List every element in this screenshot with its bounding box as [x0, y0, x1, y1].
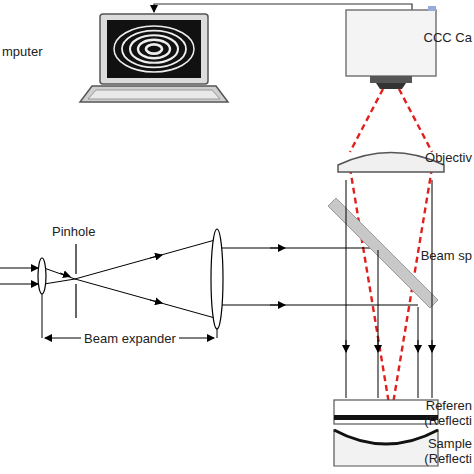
reference-beams [418, 340, 419, 352]
laser-beam [44, 279, 215, 318]
computer-symbol [114, 26, 194, 72]
computer-symbol [80, 86, 228, 102]
laser-beam [0, 268, 38, 269]
component-label: Pinhole [52, 224, 95, 239]
sample-surface [334, 430, 438, 444]
reference-beams [432, 340, 433, 352]
reference-flat [334, 415, 438, 420]
computer-symbol [80, 14, 228, 102]
camera-symbol [376, 83, 406, 89]
camera-symbol [346, 6, 436, 89]
laser-beam [270, 305, 285, 306]
imaging-rays [399, 89, 432, 152]
camera-symbol [428, 6, 436, 11]
component-label: Sample [428, 436, 472, 451]
imaging-rays [350, 89, 383, 152]
device-label: CCC Ca [424, 30, 472, 45]
computer-symbol [88, 90, 220, 99]
reference-beams [378, 340, 379, 352]
reference-beams [346, 180, 347, 398]
reference-beams [346, 180, 432, 398]
pinhole [75, 244, 76, 274]
laser-beam [150, 300, 162, 303]
expander-bracket [42, 294, 43, 338]
computer-symbol [114, 26, 194, 72]
laser-beam [60, 273, 70, 277]
laser-beam [219, 312, 424, 313]
component-label: (Reflecti [424, 413, 472, 428]
laser-beam [219, 248, 378, 249]
computer-symbol [130, 35, 178, 63]
component-label: Beam sp [421, 248, 472, 263]
small-lens [38, 258, 46, 294]
reference-beams [378, 250, 379, 398]
expander-bracket [217, 329, 218, 338]
pinhole [75, 284, 76, 318]
imaging-rays [350, 168, 391, 416]
reference-beams [346, 340, 347, 352]
computer-symbol [138, 40, 170, 58]
component-label: (Reflecti [424, 451, 472, 466]
reference-flat [334, 400, 438, 424]
laser-beam [270, 248, 285, 249]
computer-symbol [100, 14, 208, 84]
device-label: mputer [2, 44, 42, 59]
camera-symbol [346, 10, 436, 76]
sample-surface [334, 430, 438, 466]
collimating-lens [211, 229, 223, 329]
component-label: Objectiv [425, 150, 472, 165]
camera-symbol [370, 76, 412, 83]
laser-beam [150, 255, 162, 258]
laser-beam [44, 240, 215, 279]
collimating-lens [211, 229, 223, 329]
pinhole [76, 244, 77, 318]
computer-symbol [146, 44, 162, 53]
laser-beam [0, 284, 38, 285]
reference-beams [418, 307, 419, 398]
computer-symbol [107, 20, 201, 78]
computer-symbol [122, 31, 186, 68]
reference-beams [432, 180, 433, 398]
component-label: Beam expander [81, 331, 179, 346]
sample-surface [334, 430, 438, 466]
component-label: Referen [426, 398, 472, 413]
small-lens [38, 258, 46, 294]
reference-flat [334, 400, 438, 424]
laser-beam [219, 305, 418, 306]
